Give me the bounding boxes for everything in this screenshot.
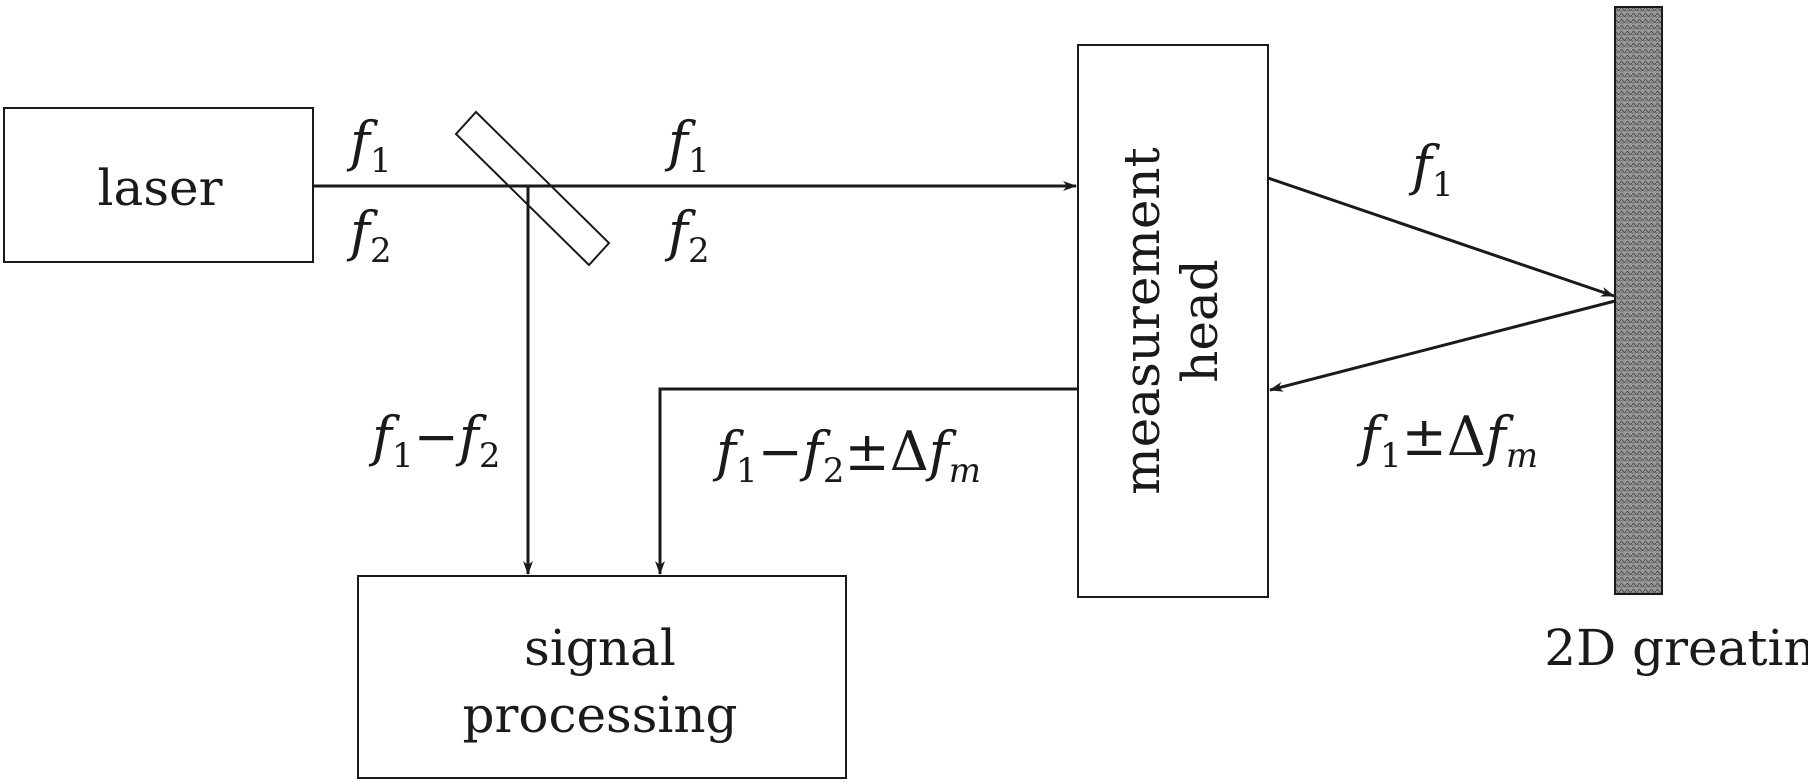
signal-processing-label-line2: processing	[462, 686, 737, 744]
head-word: head	[1171, 259, 1229, 383]
signal-processing-block: signal processing	[357, 575, 847, 779]
grating-block: 2D greating	[1544, 6, 1808, 677]
measurement-head-block: measurementhead	[1077, 44, 1269, 598]
label-measurement-beat: f1−f2±Δfm	[712, 420, 981, 491]
label-f1-input: f1	[346, 110, 392, 181]
laser-block: laser	[3, 107, 314, 263]
beam-splitter	[454, 110, 611, 267]
beam-labels: f1 f2 f1 f2 f1 f1−f2 f1−f2±Δfm f1±Δfm	[346, 110, 1538, 491]
label-f1-transmitted: f1	[664, 110, 710, 181]
grating-to-head-beam	[1269, 299, 1616, 392]
signal-processing-label-line1: signal	[524, 619, 676, 677]
laser-label: laser	[98, 159, 223, 217]
measurement-word: measurement	[1113, 147, 1171, 494]
measurement-head-label: measurementhead	[1113, 147, 1229, 494]
measurement-signal-beam	[655, 387, 1078, 575]
label-diffracted-beam: f1±Δfm	[1356, 405, 1538, 476]
label-f2-transmitted: f2	[664, 200, 710, 271]
beam-paths	[313, 176, 1616, 575]
label-reference-beat: f1−f2	[368, 405, 501, 476]
label-f2-input: f2	[346, 200, 392, 271]
head-to-grating-beam	[1267, 176, 1615, 298]
grating-label: 2D greating	[1544, 619, 1808, 677]
label-f1-to-grating: f1	[1408, 134, 1454, 205]
